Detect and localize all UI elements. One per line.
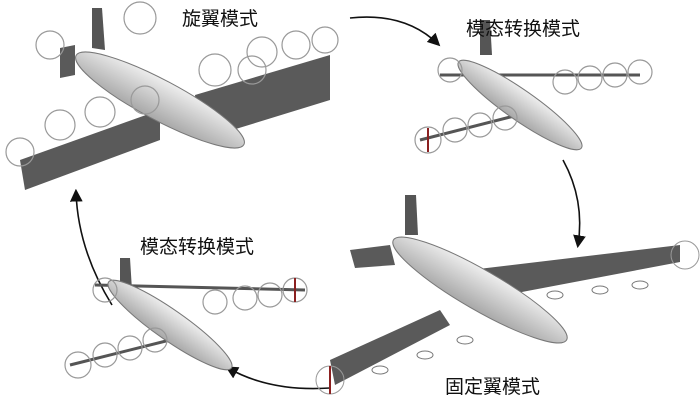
arrow-transition-to-rotor [69, 188, 113, 306]
aircraft-transition-mode-left [64, 258, 308, 379]
label-transition-mode-left: 模态转换模式 [140, 236, 255, 258]
aircraft-fixed-wing-mode [315, 195, 700, 395]
aircraft-rotor-mode [5, 1, 339, 190]
aircraft-transition-mode-top [414, 20, 653, 154]
arrow-transition-to-fixed [562, 159, 586, 249]
arrow-fixed-to-transition [225, 366, 331, 390]
arrow-rotor-to-transition [349, 16, 441, 47]
label-transition-mode-top: 模态转换模式 [466, 18, 581, 40]
label-rotor-mode: 旋翼模式 [182, 8, 259, 30]
label-fixed-wing-mode: 固定翼模式 [445, 376, 541, 398]
